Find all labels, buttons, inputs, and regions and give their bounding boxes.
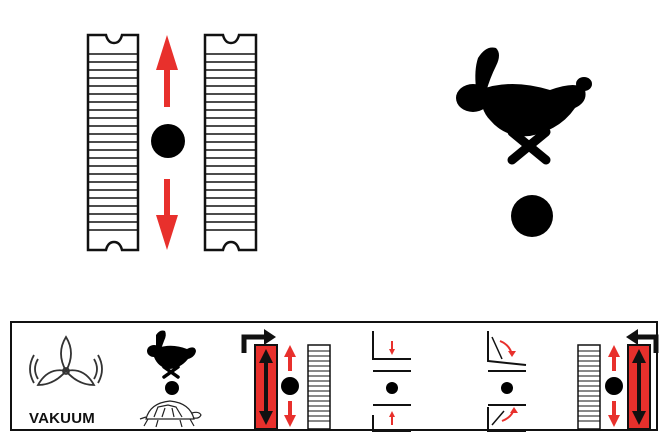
hare-tortoise-speed-icon[interactable]	[132, 329, 202, 429]
hare-speed-fast-icon	[450, 40, 600, 245]
parallel-adjust-icon[interactable]	[367, 331, 417, 431]
vacuum-fan-icon[interactable]	[26, 333, 106, 405]
angle-adjust-icon[interactable]	[480, 331, 535, 431]
roller-move-apart-icon	[80, 30, 265, 255]
right-roller-move-icon[interactable]	[574, 327, 658, 431]
left-roller-move-icon[interactable]	[240, 327, 336, 431]
icon-strip: VAKUUM	[10, 321, 658, 431]
vacuum-label: VAKUUM	[29, 410, 103, 427]
